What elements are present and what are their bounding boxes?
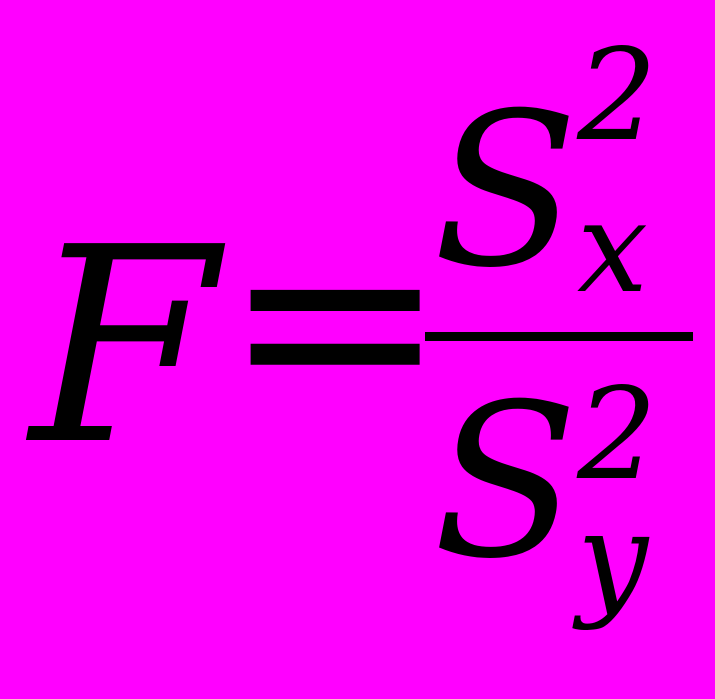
denominator-subscript: y <box>577 485 649 632</box>
fraction-numerator: S 2 x <box>425 33 693 314</box>
denominator-superscript: 2 <box>577 361 658 508</box>
denominator-base: S <box>433 358 579 605</box>
fraction-bar <box>425 332 693 341</box>
fraction-denominator: S 2 y <box>425 358 693 622</box>
numerator-base: S <box>433 67 579 314</box>
equals-sign: = <box>222 161 449 476</box>
numerator-subscript: x <box>577 174 649 321</box>
formula-lhs-F: F <box>30 189 218 504</box>
numerator-superscript: 2 <box>577 22 658 169</box>
fraction: S 2 x S 2 y <box>425 33 693 622</box>
